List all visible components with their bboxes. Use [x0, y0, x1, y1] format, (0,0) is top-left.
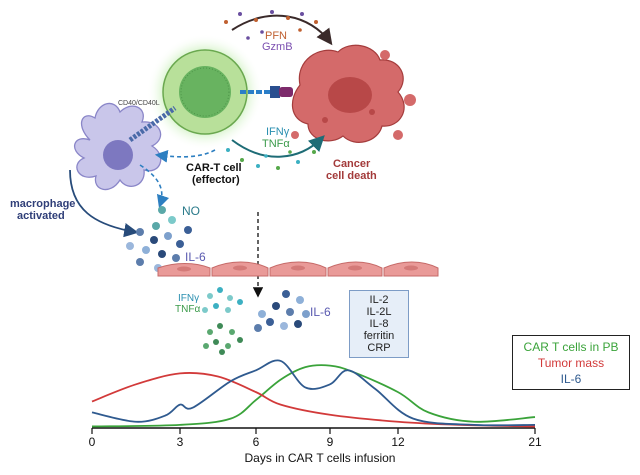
- x-axis-label: Days in CAR T cells infusion: [244, 451, 396, 465]
- x-tick-label: 3: [177, 435, 184, 449]
- tnfa-label-top: TNFα: [262, 138, 290, 150]
- cancer-label-line1: Cancer: [333, 158, 371, 170]
- ifng-tnfa-cluster: [202, 287, 243, 355]
- series-line-il6: [91, 359, 536, 427]
- ifng-label-lower: IFNγ: [178, 293, 200, 304]
- granule-dots-top: [224, 10, 318, 40]
- no-label: NO: [182, 204, 200, 218]
- legend-entry-tumor: Tumor mass: [537, 355, 605, 370]
- cart-to-macrophage-arrow: [154, 149, 216, 163]
- legend-entry-il6: IL-6: [560, 371, 582, 386]
- cytokine-dots-top: [226, 148, 316, 170]
- legend-entry-cart: CAR T cells in PB: [523, 339, 619, 354]
- il6-cluster-lower: [254, 290, 310, 332]
- macrophage: [74, 102, 177, 191]
- x-tick-label: 9: [327, 435, 334, 449]
- chart-legend: CAR T cells in PB Tumor mass IL-6: [512, 335, 630, 390]
- macrophage-to-no-arrow: [139, 164, 170, 209]
- macrophage-label-line1: macrophage: [10, 198, 76, 210]
- il6-label-upper: IL-6: [185, 250, 206, 264]
- car-t-cell: [147, 34, 293, 150]
- no-il6-cluster: [126, 206, 192, 272]
- cytokine-box: IL-2 IL-2L IL-8 ferritin CRP: [349, 290, 409, 358]
- cytokine-item: CRP: [367, 342, 391, 354]
- cytokine-item: ferritin: [363, 330, 395, 342]
- cytokine-item: IL-2: [369, 294, 389, 306]
- cancer-cell: [291, 44, 416, 143]
- tnfa-label-lower: TNFα: [175, 304, 201, 315]
- cytokine-item: IL-2L: [366, 306, 392, 318]
- il6-label-lower: IL-6: [310, 305, 331, 319]
- cytokine-arrow: [231, 135, 325, 158]
- cart-label-line2: (effector): [192, 174, 240, 186]
- macrophage-activation-arrow: [69, 169, 139, 238]
- cd40-label: CD40/CD40L: [118, 100, 160, 107]
- ifng-label-top: IFNγ: [266, 126, 290, 138]
- cytokine-item: IL-8: [369, 318, 389, 330]
- cancer-label-line2: cell death: [326, 170, 377, 182]
- pfn-label: PFN: [265, 30, 287, 42]
- x-tick-label: 12: [391, 435, 405, 449]
- x-tick-label: 21: [528, 435, 542, 449]
- x-tick-label: 6: [253, 435, 260, 449]
- gzmb-label: GzmB: [262, 41, 293, 53]
- series-line-cart: [91, 364, 536, 428]
- macrophage-label-line2: activated: [17, 210, 65, 222]
- cart-label-line1: CAR-T cell: [186, 162, 242, 174]
- series-line-tumor: [91, 372, 536, 428]
- endothelium: [157, 261, 439, 277]
- x-tick-label: 0: [89, 435, 96, 449]
